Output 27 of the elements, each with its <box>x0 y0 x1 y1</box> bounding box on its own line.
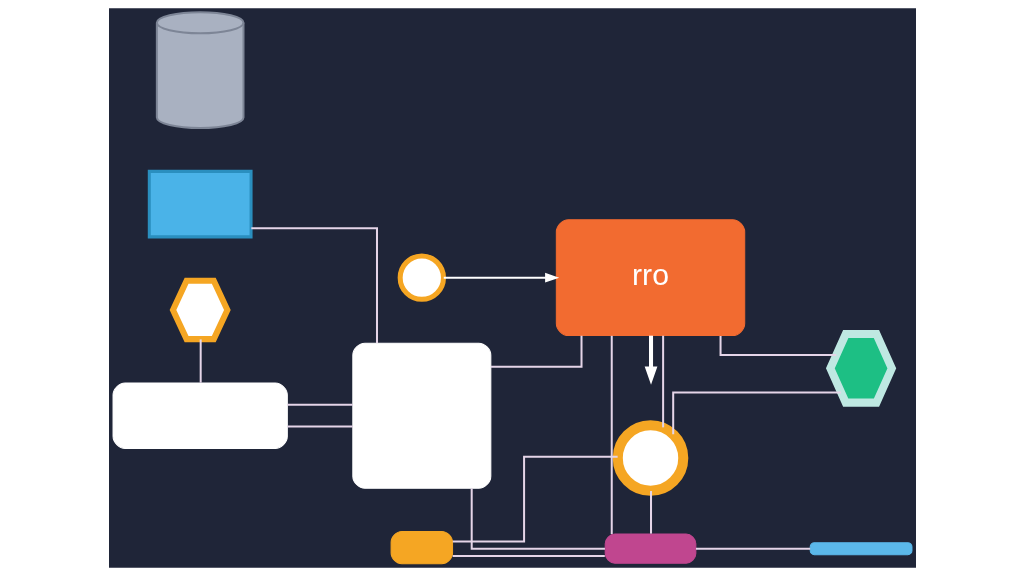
connector <box>610 335 613 535</box>
node-circle <box>397 253 446 302</box>
connector <box>286 403 353 406</box>
connector <box>661 335 664 428</box>
connector <box>695 547 810 550</box>
connector <box>199 339 202 383</box>
node-circle <box>612 420 688 496</box>
connector <box>286 425 353 428</box>
arrow <box>644 335 657 385</box>
node-hexagon <box>825 330 896 407</box>
connector <box>719 335 836 356</box>
node-box <box>604 533 696 564</box>
connector <box>250 227 378 343</box>
connector <box>671 391 841 435</box>
connector <box>452 455 618 543</box>
node-box <box>147 169 253 239</box>
node-box: rro <box>555 219 745 337</box>
node-hexagon <box>169 277 231 343</box>
node-box <box>351 342 491 489</box>
node-box <box>390 531 453 565</box>
node-box <box>112 382 288 449</box>
connector <box>649 491 652 534</box>
arrow <box>443 272 559 283</box>
connector <box>490 335 582 368</box>
connector <box>470 488 605 550</box>
connector <box>452 555 605 557</box>
node-bar <box>809 542 912 556</box>
